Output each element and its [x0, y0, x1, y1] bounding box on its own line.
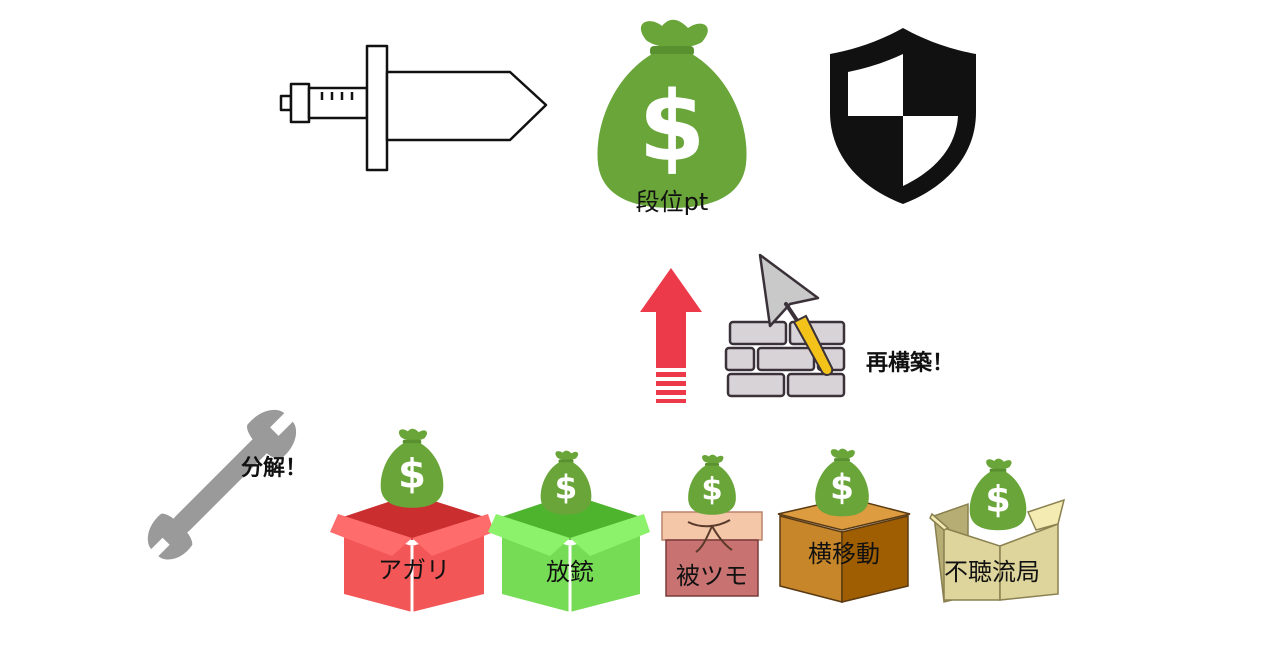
- box-houjuu: 放銃: [488, 450, 650, 612]
- money-bag-icon: [969, 458, 1027, 531]
- sword-icon: [279, 44, 548, 172]
- money-label: 段位pt: [636, 188, 709, 216]
- up-arrow-icon: [640, 268, 702, 403]
- box-label: 不聴流局: [944, 558, 1040, 586]
- box-agari: アガリ: [330, 428, 494, 612]
- money-bag-icon: [380, 428, 444, 508]
- wrench-icon: [147, 409, 297, 560]
- rebuild-label: 再構築！: [866, 350, 954, 376]
- box-label: 横移動: [808, 540, 880, 568]
- box-label: 被ツモ: [676, 562, 748, 590]
- box-hi-tsumo: 被ツモ: [661, 454, 763, 597]
- box-label: 放銃: [546, 558, 594, 586]
- brick-wall-trowel-icon: [724, 253, 846, 398]
- money-bag-icon: [815, 448, 869, 517]
- shield-icon: [830, 28, 976, 204]
- box-fuhai-ryuukyoku: 不聴流局: [929, 458, 1066, 603]
- money-bag-icon: [597, 19, 747, 208]
- money-bag-icon: [688, 454, 736, 515]
- box-label: アガリ: [378, 556, 450, 584]
- money-bag-icon: [540, 450, 592, 515]
- decompose-label: 分解！: [241, 455, 307, 481]
- box-yoko-idou: 横移動: [777, 448, 911, 603]
